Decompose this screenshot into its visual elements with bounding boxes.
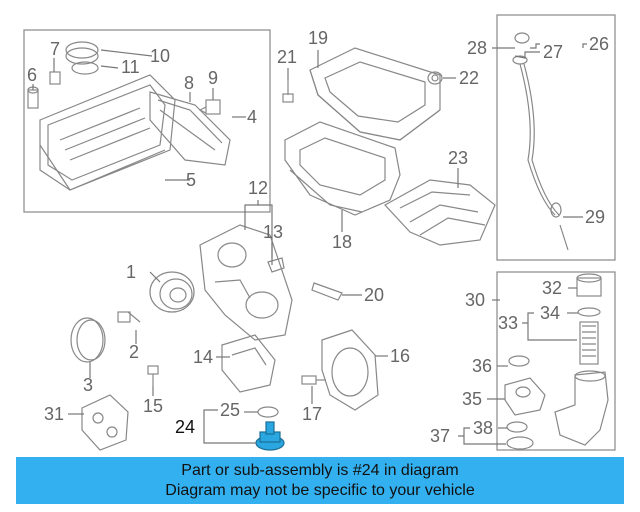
callout-34: 34 [540,303,560,323]
callout-26: 26 [589,34,609,54]
oil-filter-element [579,321,599,365]
callout-32: 32 [542,278,562,298]
bolt-15 [147,365,159,386]
sensor [198,99,221,115]
oil-filter-housing-cap [576,273,602,297]
oil-filter-group-box [496,271,616,451]
crankshaft-seal [70,317,106,363]
callout-11: 11 [121,57,140,77]
seal-carrier [321,329,379,411]
callout-37: 37 [430,426,450,446]
oil-filter-housing [554,370,609,446]
callout-28: 28 [467,38,487,58]
callout-2: 2 [129,342,139,362]
callout-5: 5 [186,170,196,190]
plug-fitting [49,71,61,85]
valve-cover [39,74,176,191]
callout-25: 25 [220,400,240,420]
o-ring-34 [577,307,601,317]
callout-4: 4 [247,107,257,127]
callout-27: 27 [543,42,563,62]
oil-cooler [504,377,546,416]
oil-filler-cap [65,41,99,75]
callout-3: 3 [83,375,93,395]
timing-cover [199,224,293,341]
o-ring-38 [506,421,528,433]
callout-17: 17 [302,404,322,424]
callout-23: 23 [448,148,468,168]
callout-9: 9 [208,68,218,88]
callout-19: 19 [308,28,328,48]
leader-lines [32,43,587,445]
callout-18: 18 [332,232,352,252]
bracket-31 [81,394,129,451]
gasket-39 [506,436,534,450]
callout-22: 22 [459,68,479,88]
heat-shield [149,91,231,166]
o-ring-36 [508,355,530,367]
callout-29: 29 [585,207,605,227]
callout-14: 14 [193,347,213,367]
callout-21: 21 [277,47,297,67]
oil-dipstick [512,32,569,251]
drain-plug [427,71,443,85]
callout-12: 12 [248,178,268,198]
callout-35: 35 [462,389,482,409]
callout-38: 38 [473,418,493,438]
dipstick-group-box [496,14,616,261]
callout-1: 1 [126,262,136,282]
banner-line-1: Part or sub-assembly is #24 in diagram [181,461,459,479]
bolt-2 [117,311,141,323]
callout-15: 15 [143,396,163,416]
banner-line-2: Diagram may not be specific to your vehi… [165,481,475,499]
callout-labels: 1 2 3 4 5 6 7 8 9 10 11 12 13 14 15 16 1… [27,28,609,446]
callout-8: 8 [184,73,194,93]
callout-24: 24 [175,417,195,437]
bolt-21 [282,80,294,103]
heat-shield-ribs [157,99,223,151]
callout-31: 31 [44,404,64,424]
oil-pan-upper [309,47,441,141]
oil-baffle [384,179,496,246]
cover-14 [221,334,276,393]
callout-6: 6 [27,65,37,85]
small-bracket [267,257,285,273]
callout-10: 10 [150,46,170,66]
pcv-valve [27,86,39,109]
info-banner: Part or sub-assembly is #24 in diagram D… [16,457,624,504]
callout-16: 16 [390,346,410,366]
callout-13: 13 [263,222,283,242]
cylinder-head-cover-group-box [23,29,271,213]
callout-36: 36 [472,356,492,376]
oil-pan-lower [284,121,401,216]
o-ring-25 [257,406,279,418]
callout-33: 33 [498,313,518,333]
bolt-17 [301,375,326,385]
callout-7: 7 [50,39,60,59]
oil-pressure-switch-highlighted [255,421,285,451]
callout-30: 30 [465,290,485,310]
gasket [311,282,343,301]
callout-20: 20 [364,285,384,305]
crankshaft-pulley [149,271,195,313]
